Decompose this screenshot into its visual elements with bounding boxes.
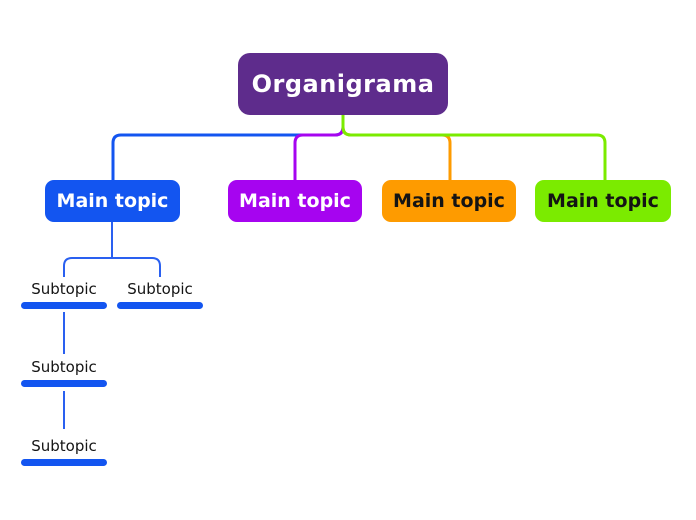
subtopic-underline <box>21 459 107 466</box>
main-topic-label: Main topic <box>239 190 351 212</box>
subtopic-underline <box>117 302 203 309</box>
subtopic-label: Subtopic <box>31 437 97 455</box>
main-topic-label: Main topic <box>393 190 505 212</box>
subtopic-underline <box>21 302 107 309</box>
main-topic-node-3[interactable]: Main topic <box>382 180 516 222</box>
subtopic-label: Subtopic <box>31 280 97 298</box>
main-topic-node-2[interactable]: Main topic <box>228 180 362 222</box>
main-topic-label: Main topic <box>547 190 659 212</box>
subtopic-node-3[interactable]: Subtopic <box>21 357 107 387</box>
subtopic-label: Subtopic <box>31 358 97 376</box>
connector-main-topic-3 <box>341 114 452 180</box>
connector-main-topic-1 <box>111 114 345 180</box>
subtopic-node-2[interactable]: Subtopic <box>117 279 203 309</box>
connector-main-topic-4 <box>341 114 607 180</box>
main-topic-label: Main topic <box>56 190 169 212</box>
subtopic-label: Subtopic <box>127 280 193 298</box>
main-topic-node-1[interactable]: Main topic <box>45 180 180 222</box>
root-topic-node[interactable]: Organigrama <box>238 53 448 115</box>
main-topic-node-4[interactable]: Main topic <box>535 180 671 222</box>
subtopic-underline <box>21 380 107 387</box>
root-topic-label: Organigrama <box>251 70 435 98</box>
subtopic-node-4[interactable]: Subtopic <box>21 436 107 466</box>
subtopic-node-1[interactable]: Subtopic <box>21 279 107 309</box>
connector-main-topic-2 <box>293 114 345 180</box>
connector-subtopic-fork <box>63 257 161 277</box>
